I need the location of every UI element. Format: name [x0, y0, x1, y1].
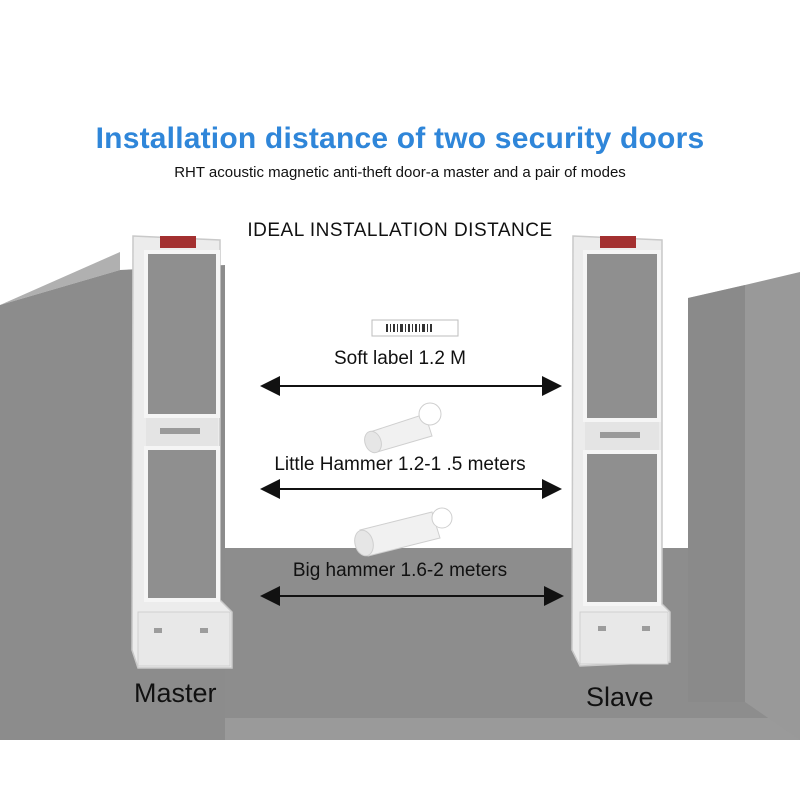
master-gate-label: Master: [134, 678, 217, 708]
left-wall-top: [0, 252, 120, 305]
slave-gate: [571, 235, 671, 667]
soft-label-distance-label: Soft label 1.2 M: [333, 348, 467, 369]
slave-alarm-light-icon: [600, 236, 636, 248]
little-hammer-distance-label: Little Hammer 1.2-1 .5 meters: [274, 454, 526, 475]
right-wall-side: [745, 272, 800, 740]
little-hammer-tag-icon: [364, 402, 442, 454]
right-wall: [688, 285, 745, 702]
page-subtitle: RHT acoustic magnetic anti-theft door-a …: [174, 164, 626, 181]
master-alarm-light-icon: [160, 236, 196, 248]
big-hammer-distance-label: Big hammer 1.6-2 meters: [292, 560, 508, 581]
page-title: Installation distance of two security do…: [95, 122, 705, 155]
slave-gate-label: Slave: [586, 682, 654, 712]
master-gate: [131, 235, 233, 669]
big-hammer-tag-icon: [354, 507, 453, 557]
diagram-heading: IDEAL INSTALLATION DISTANCE: [247, 220, 553, 241]
soft-label-tag-icon: [371, 319, 459, 337]
